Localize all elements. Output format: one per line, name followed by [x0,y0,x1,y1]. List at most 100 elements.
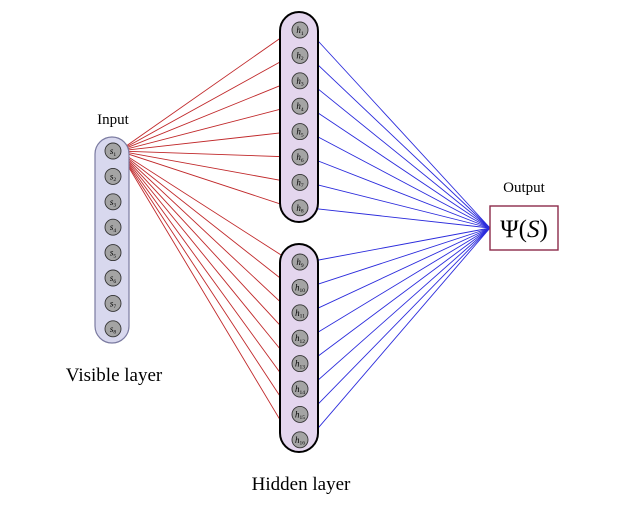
edge-s1-h1 [118,29,293,152]
node-label: s8 [110,324,117,336]
edge-s1-h2 [118,55,293,152]
node-label: h5 [296,127,304,139]
edge-h10-output [307,227,491,288]
node-circle [291,97,309,115]
node-circle [104,320,122,338]
node-label-base: h [295,308,300,318]
edge-s1-h10 [118,150,293,288]
visible-node-s6: s6 [104,269,122,287]
node-label-subscript: 4 [301,107,304,113]
node-label: h14 [295,384,305,396]
edge-s1-h5 [118,131,293,152]
node-circle [291,21,309,39]
visible-layer-label: Visible layer [66,365,163,386]
node-circle [104,244,122,262]
edge-h4-output [307,105,491,229]
node-label-subscript: 13 [300,364,306,370]
node-label-base: h [296,152,301,162]
node-circle [291,278,309,296]
edge-s1-h11 [118,150,293,314]
node-label-subscript: 3 [301,82,304,88]
edge-h12-output [307,227,491,339]
node-circle [104,269,122,287]
edge-s1-h12 [118,150,293,339]
node-label: s1 [110,146,117,158]
edge-h15-output [307,227,491,415]
hidden-node-h15: h15 [291,405,309,423]
edge-s1-h4 [118,105,293,152]
node-label-base: s [110,298,114,308]
edge-s1-h16 [118,150,293,441]
node-label-subscript: 1 [301,31,304,37]
node-circle [104,167,122,185]
hidden-node-h11: h11 [291,304,309,322]
node-circle [291,199,309,217]
node-label-base: s [110,146,114,156]
hidden-node-h10: h10 [291,278,309,296]
edge-h9-output [307,227,491,263]
node-label-base: h [295,282,300,292]
close-paren: ) [539,216,547,243]
hidden-layer-lower-column [279,243,319,453]
node-label: h7 [296,177,304,189]
visible-node-s5: s5 [104,244,122,262]
psi-symbol: Ψ [500,216,519,243]
node-label-subscript: 6 [301,158,304,164]
edge-s1-h13 [118,150,293,364]
node-label: h6 [296,152,304,164]
hidden-node-h8: h8 [291,199,309,217]
node-label-subscript: 16 [300,441,306,447]
edge-h1-output [307,29,491,229]
node-circle [291,123,309,141]
edge-s1-h15 [118,150,293,415]
node-label: h2 [296,50,304,62]
node-label-subscript: 14 [300,390,306,396]
hidden-layer-label: Hidden layer [252,474,351,495]
node-label-base: h [296,127,301,137]
visible-node-s4: s4 [104,218,122,236]
hidden-node-h7: h7 [291,173,309,191]
node-label-base: s [110,171,114,181]
input-label: Input [97,112,129,128]
hidden-node-h12: h12 [291,329,309,347]
visible-node-s1: s1 [104,142,122,160]
node-label-subscript: 6 [113,279,116,285]
node-circle [291,405,309,423]
edge-h3-output [307,80,491,229]
node-label-base: s [110,222,114,232]
open-paren: ( [519,216,527,243]
edge-h5-output [307,131,491,229]
node-circle [104,294,122,312]
node-label-subscript: 2 [301,56,304,62]
hidden-node-h9: h9 [291,253,309,271]
hidden-node-h3: h3 [291,72,309,90]
node-label-base: h [295,409,300,419]
edge-s1-h14 [118,150,293,390]
hidden-node-h4: h4 [291,97,309,115]
node-label: h9 [296,257,304,269]
hidden-node-h1: h1 [291,21,309,39]
node-label: h10 [295,282,305,294]
edge-h13-output [307,227,491,364]
visible-node-s8: s8 [104,320,122,338]
node-label-base: h [295,359,300,369]
node-label-base: s [110,324,114,334]
edge-s1-h7 [118,150,293,183]
hidden-node-h2: h2 [291,46,309,64]
visible-layer-column [94,136,130,344]
node-circle [291,380,309,398]
node-label-base: h [296,25,301,35]
node-label-subscript: 8 [301,209,304,215]
node-circle [291,46,309,64]
hidden-node-h14: h14 [291,380,309,398]
node-label-subscript: 4 [113,228,116,234]
node-circle [291,304,309,322]
node-circle [291,355,309,373]
output-wavefunction-label: Ψ(S) [500,216,548,243]
output-label: Output [503,180,546,196]
node-label: h15 [295,409,305,421]
edges-layer [118,29,491,441]
visible-node-s2: s2 [104,167,122,185]
node-label-subscript: 5 [301,132,304,138]
node-label: s2 [110,171,117,183]
